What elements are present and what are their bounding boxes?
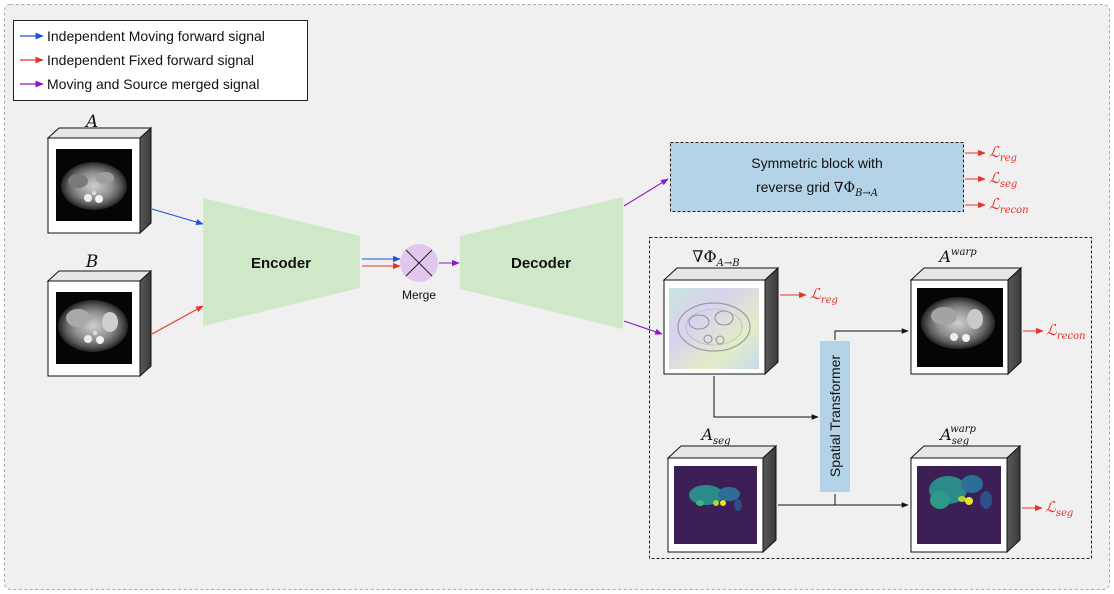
ct-scan-image <box>56 149 132 221</box>
legend-item-merged: Moving and Source merged signal <box>20 76 259 92</box>
encoder-block: Encoder <box>203 198 360 326</box>
symmetric-line1: Symmetric block with <box>751 155 882 171</box>
legend-label: Independent Fixed forward signal <box>47 52 254 68</box>
a-warp-cube: Awarp ℒrecon <box>909 247 1086 376</box>
merge-label: Merge <box>402 288 436 302</box>
segmentation-image <box>674 466 757 544</box>
a-seg-label: Aseg <box>699 425 730 447</box>
deformation-grid-image <box>669 288 759 369</box>
legend-label: Independent Moving forward signal <box>47 28 265 44</box>
legend-item-moving: Independent Moving forward signal <box>20 28 265 44</box>
decoder-to-deformation-arrow <box>623 320 663 335</box>
image-b-label: B <box>85 252 99 272</box>
deformation-label: ∇ΦA→B <box>692 247 739 269</box>
moving-signal-arrow <box>151 208 204 225</box>
decoder-to-symmetric-arrow <box>623 178 669 207</box>
image-a-cube: A <box>46 112 153 235</box>
decoder-block: Decoder <box>460 197 623 329</box>
legend-label: Moving and Source merged signal <box>47 76 259 92</box>
image-b-cube: B <box>46 252 153 378</box>
deformation-field-cube: ∇ΦA→B ℒreg <box>662 247 838 376</box>
a-seg-warp-cube: Asegwarp ℒseg <box>909 424 1073 554</box>
loss-seg: ℒseg <box>989 169 1017 190</box>
symmetric-losses: ℒreg ℒseg ℒrecon <box>965 143 1029 216</box>
encoder-label: Encoder <box>251 255 311 272</box>
loss-reg: ℒreg <box>989 143 1017 164</box>
fixed-signal-arrow <box>151 305 204 335</box>
ct-scan-image <box>56 292 132 364</box>
loss-recon: ℒrecon <box>989 195 1029 216</box>
a-warp-label: Awarp <box>937 247 977 266</box>
spatial-transformer-block: Spatial Transformer <box>820 341 850 492</box>
connector-lines <box>713 328 909 508</box>
spatial-transformer-label: Spatial Transformer <box>827 355 843 477</box>
image-a-label: A <box>84 112 98 132</box>
symmetric-block: Symmetric block with reverse grid ∇ΦB→A <box>670 142 964 212</box>
legend-item-fixed: Independent Fixed forward signal <box>20 52 254 68</box>
deformation-loss: ℒreg <box>810 285 838 306</box>
symmetric-line2: reverse grid ∇ΦB→A <box>756 179 878 199</box>
primary-branch-frame <box>649 237 1092 559</box>
a-seg-warp-loss: ℒseg <box>1045 498 1073 519</box>
segmentation-image <box>917 466 1001 544</box>
a-warp-loss: ℒrecon <box>1046 321 1086 342</box>
ct-scan-image <box>917 288 1003 367</box>
merge-node: Merge <box>400 244 438 302</box>
decoder-label: Decoder <box>511 255 571 272</box>
legend: Independent Moving forward signal Indepe… <box>13 20 308 101</box>
a-seg-warp-label: Asegwarp <box>938 424 976 447</box>
a-seg-cube: Aseg <box>666 425 778 554</box>
